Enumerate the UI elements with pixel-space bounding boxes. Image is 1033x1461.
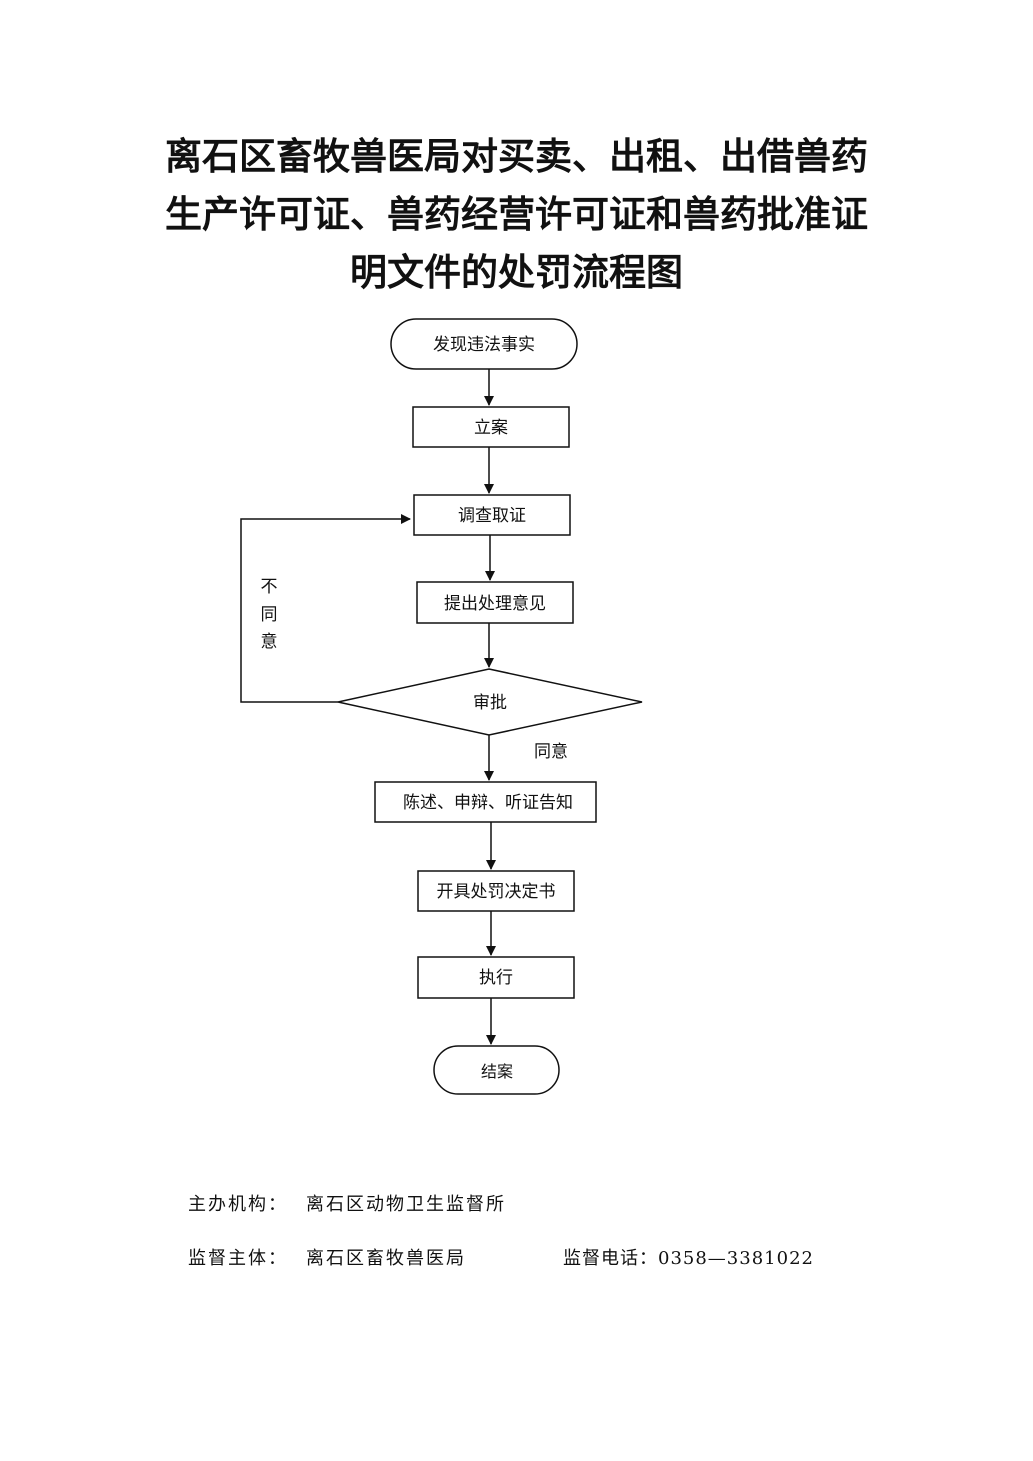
node-decision-label: 审批: [473, 693, 507, 713]
node-start-label: 发现违法事实: [433, 335, 535, 355]
node-step6: 执行: [417, 956, 575, 999]
reject-label-char-1: 不: [261, 577, 278, 597]
title-line-1: 离石区畜牧兽医局对买卖、出租、出借兽药: [165, 135, 868, 178]
footer-host-row: 主办机构： 离石区动物卫生监督所: [188, 1190, 506, 1216]
host-label: 主办机构：: [188, 1194, 288, 1215]
phone-label: 监督电话：: [563, 1248, 658, 1269]
node-decision: 审批: [337, 668, 643, 736]
supervisor-label: 监督主体：: [188, 1248, 288, 1269]
node-step4-label: 陈述、申辩、听证告知: [403, 793, 573, 813]
node-start: 发现违法事实: [390, 318, 578, 370]
host-value: 离石区动物卫生监督所: [306, 1194, 506, 1215]
node-step5-label: 开具处罚决定书: [437, 882, 556, 902]
node-step2-label: 调查取证: [458, 506, 526, 526]
node-step5: 开具处罚决定书: [417, 870, 575, 912]
footer-phone: 监督电话：0358—3381022: [563, 1244, 814, 1270]
node-step3: 提出处理意见: [416, 581, 574, 624]
node-step3-label: 提出处理意见: [444, 594, 546, 614]
node-step1: 立案: [412, 406, 570, 448]
edge-decision-reject-loop: [240, 514, 411, 703]
title-line-3: 明文件的处罚流程图: [350, 251, 683, 294]
node-step1-label: 立案: [474, 418, 508, 438]
approve-label: 同意: [534, 742, 568, 762]
node-step4: 陈述、申辩、听证告知: [374, 781, 597, 823]
node-end-label: 结案: [481, 1062, 513, 1081]
supervisor-value: 离石区畜牧兽医局: [306, 1248, 466, 1269]
node-step6-label: 执行: [479, 968, 513, 988]
reject-label-char-3: 意: [261, 632, 278, 652]
title-line-2: 生产许可证、兽药经营许可证和兽药批准证: [165, 193, 868, 236]
node-end: 结案: [433, 1045, 560, 1095]
page-title: 离石区畜牧兽医局对买卖、出租、出借兽药 生产许可证、兽药经营许可证和兽药批准证 …: [140, 128, 893, 302]
footer-supervisor-row: 监督主体： 离石区畜牧兽医局: [188, 1244, 466, 1270]
phone-value: 0358—3381022: [658, 1248, 814, 1269]
reject-label-char-2: 同: [261, 605, 278, 625]
node-step2: 调查取证: [413, 494, 571, 536]
